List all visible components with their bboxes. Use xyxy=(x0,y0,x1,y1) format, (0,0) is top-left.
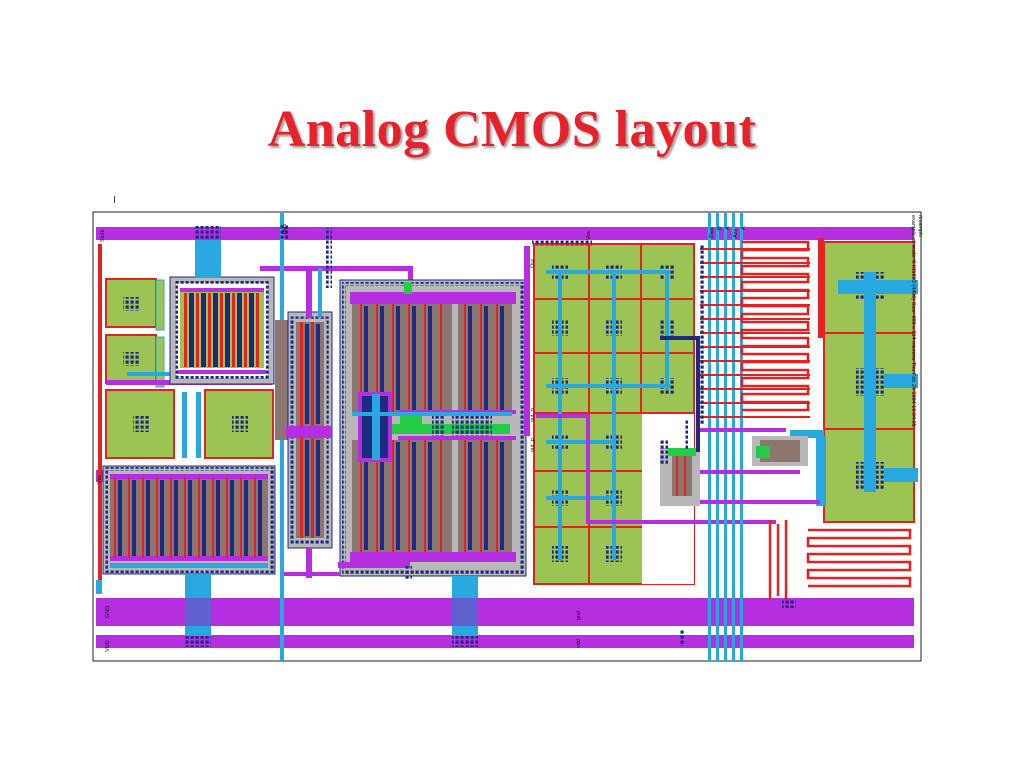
diff-pair-transistors xyxy=(275,268,333,578)
svg-text:B: B xyxy=(717,226,723,230)
pmos-transistor-array-lower xyxy=(102,465,276,575)
svg-text:bias: bias xyxy=(282,224,288,234)
svg-text:out_p: out_p xyxy=(530,438,536,452)
bias-logic-cells xyxy=(660,336,820,506)
via-row xyxy=(782,600,796,608)
via-array xyxy=(452,636,478,647)
metal2-bus xyxy=(338,562,410,568)
metal1-stub xyxy=(96,580,102,594)
via-column xyxy=(326,228,332,288)
label-gnd-mid: gnd xyxy=(576,611,582,620)
label-top-mid: Vos xyxy=(586,231,592,240)
nmos-transistor-array-upper xyxy=(169,276,275,385)
svg-text:Out: Out xyxy=(530,259,536,268)
output-stage-block xyxy=(339,279,527,577)
gnd-rail xyxy=(96,598,914,626)
svg-text:Azs: Azs xyxy=(733,229,739,238)
pin-labels: bias Out out_n out_p Bias B A Azs A xyxy=(282,224,747,452)
metal1-strap xyxy=(195,240,221,278)
metal2-out xyxy=(524,246,530,436)
label-vss: Vss xyxy=(97,475,103,484)
metal2-out xyxy=(536,414,590,418)
poly-resistor-lower xyxy=(768,520,912,600)
rail-labels: Sb1k Vss GND VDD gnd vdd Vos xyxy=(97,229,592,652)
vdd-rail xyxy=(96,635,914,648)
metal2-bus xyxy=(284,572,340,576)
via-row xyxy=(532,240,592,246)
metal2-out xyxy=(586,520,776,524)
label-top-left: Sb1k xyxy=(100,229,106,242)
info-text: example.cif scale: 0.011833 (4400) Size:… xyxy=(910,215,923,427)
scale-tick xyxy=(114,196,115,203)
poly-border xyxy=(98,244,102,594)
via-overlap xyxy=(452,598,478,626)
svg-text:Bias: Bias xyxy=(709,227,715,238)
slide-title: Analog CMOS layout xyxy=(267,101,757,158)
svg-text:example.cif scale: 0.011833 (: example.cif scale: 0.011833 (4400) Size:… xyxy=(910,215,916,427)
svg-text:/example: /example xyxy=(917,215,923,237)
via-stack xyxy=(404,566,412,580)
metal2-out xyxy=(586,414,590,524)
via-column xyxy=(680,630,684,646)
via-array xyxy=(195,226,221,240)
svg-text:A: A xyxy=(741,226,747,230)
label-vdd-mid: vdd xyxy=(576,639,582,648)
via-overlap xyxy=(185,598,211,626)
metal2-bus xyxy=(408,266,413,282)
metal1-link xyxy=(816,436,826,506)
contact xyxy=(404,282,412,294)
poly-resistor-upper xyxy=(740,240,810,412)
svg-text:out_n: out_n xyxy=(530,408,536,422)
capacitor-right xyxy=(823,241,918,523)
capacitor-array-left xyxy=(105,278,274,459)
bias-contact xyxy=(280,224,288,240)
via-array xyxy=(185,636,211,647)
label-vdd-left: VDD xyxy=(105,640,111,652)
metal1-link xyxy=(790,430,824,438)
metal2-bus xyxy=(260,266,410,271)
label-gnd-left: GND xyxy=(105,606,111,618)
poly-strap xyxy=(818,238,824,338)
svg-text:A: A xyxy=(725,226,731,230)
